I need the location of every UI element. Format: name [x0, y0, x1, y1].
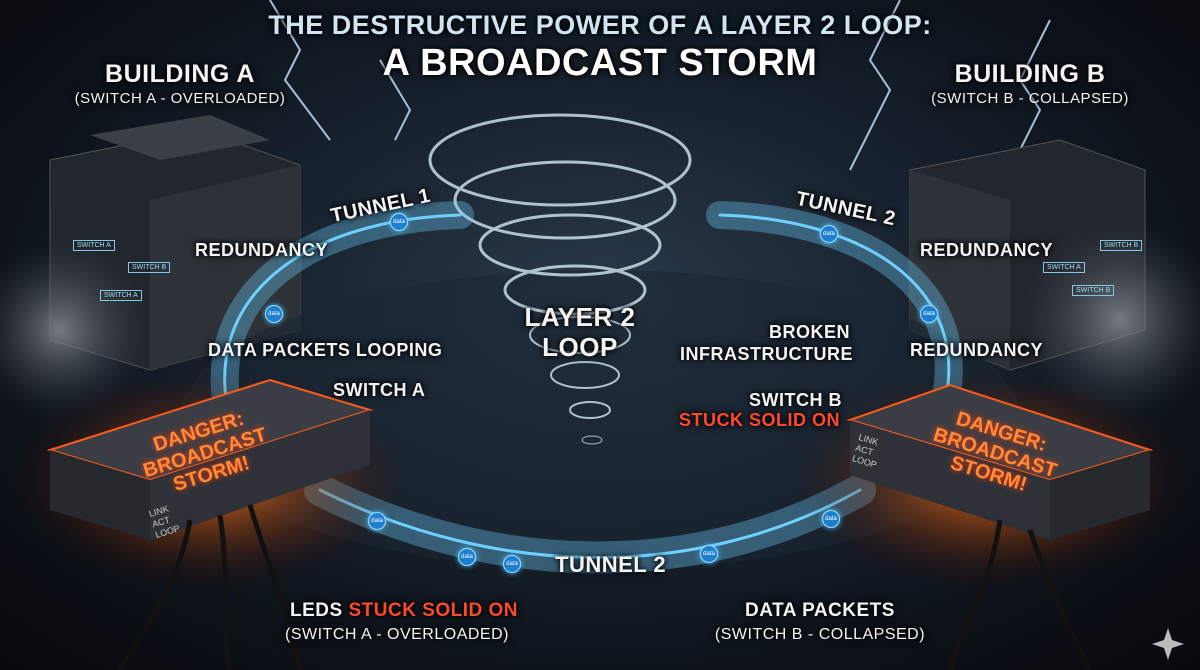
switch-b-label: SWITCH B: [749, 390, 842, 410]
diagram-node: SWITCH A: [73, 240, 115, 251]
data-packet: data: [700, 545, 718, 563]
title-line-1: THE DESTRUCTIVE POWER OF A LAYER 2 LOOP:: [268, 10, 932, 40]
data-packets-caption: DATA PACKETS: [745, 600, 895, 621]
data-packet: data: [820, 225, 838, 243]
tunnel-2-bottom-label: TUNNEL 2: [555, 552, 667, 577]
stuck-solid-on-label: STUCK SOLID ON: [678, 410, 840, 430]
building-a-name: BUILDING A: [105, 60, 255, 88]
broken-infrastructure-label-1: BROKEN: [768, 322, 850, 342]
data-packet: data: [822, 510, 840, 528]
switch-a-label: SWITCH A: [333, 380, 426, 400]
broken-infrastructure-label-2: INFRASTRUCTURE: [680, 344, 853, 364]
diagram-node: SWITCH B: [128, 262, 171, 273]
data-packet: data: [368, 512, 386, 530]
layer2-loop-label-2: LOOP: [542, 332, 618, 362]
data-packets-looping-label: DATA PACKETS LOOPING: [208, 340, 443, 360]
diagram-node: SWITCH B: [1072, 285, 1115, 296]
redundancy-right-top-label: REDUNDANCY: [920, 240, 1054, 260]
diagram-node: SWITCH A: [100, 290, 142, 301]
data-packet: data: [920, 305, 938, 323]
data-packet: data: [265, 305, 283, 323]
data-packets-caption-sub: (SWITCH B - COLLAPSED): [714, 626, 926, 643]
switch-a-shape: [10, 370, 410, 590]
data-packet: data: [390, 213, 408, 231]
title-line-2: A BROADCAST STORM: [382, 42, 818, 84]
cables: [117, 504, 1093, 670]
building-a-subtitle: (SWITCH A - OVERLOADED): [74, 90, 286, 107]
diagram-node: SWITCH B: [1100, 240, 1143, 251]
smoke-left: [0, 240, 150, 420]
redundancy-right-bottom-label: REDUNDANCY: [910, 340, 1044, 360]
layer2-loop-label-1: LAYER 2: [524, 302, 636, 332]
tornado-vortex: [428, 113, 692, 445]
data-packet: data: [458, 548, 476, 566]
lightning-bolts: [269, 0, 1051, 191]
sparkle-icon: [1152, 628, 1184, 660]
building-b-subtitle: (SWITCH B - COLLAPSED): [931, 90, 1129, 107]
smoke-right: [1020, 220, 1200, 420]
building-b-name: BUILDING B: [954, 60, 1106, 88]
leds-prefix: LEDs: [290, 600, 343, 621]
diagram-node: SWITCH A: [1043, 262, 1085, 273]
leds-stuck-solid-on: STUCK SOLID ON: [348, 600, 519, 621]
leds-caption-sub: (SWITCH A - OVERLOADED): [285, 626, 509, 643]
redundancy-left-label: REDUNDANCY: [195, 240, 329, 260]
leds-caption: LEDs STUCK SOLID ON: [290, 600, 518, 622]
data-packet: data: [503, 555, 521, 573]
switch-b-shape: [790, 370, 1190, 590]
